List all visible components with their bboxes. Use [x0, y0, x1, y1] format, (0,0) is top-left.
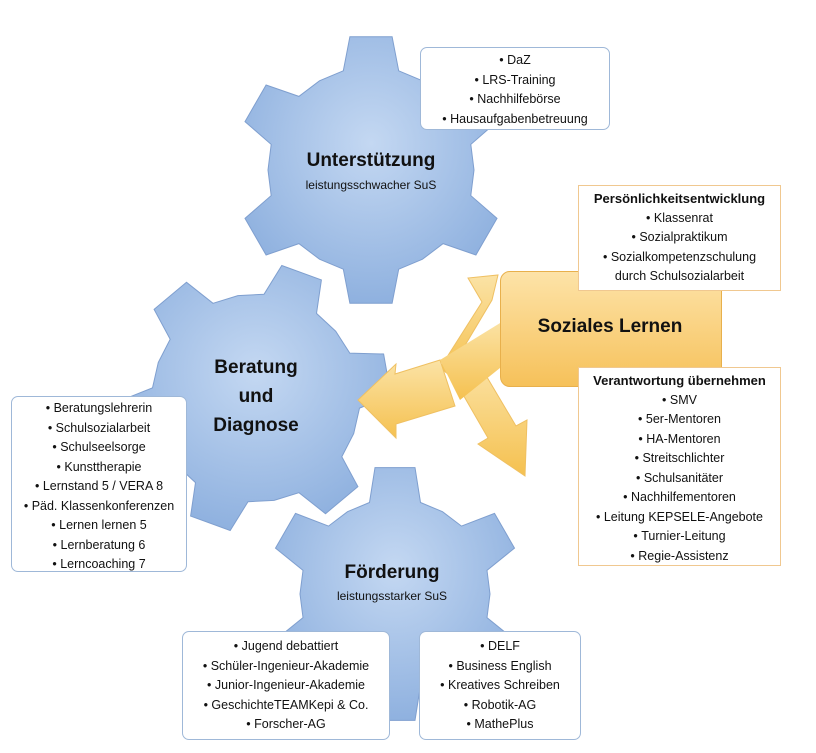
gear-beratung	[120, 264, 392, 532]
list-item: Leitung KEPSELE-Angebote	[579, 508, 780, 528]
list-item: Business English	[420, 657, 580, 677]
list-item: Junior-Ingenieur-Akademie	[183, 676, 389, 696]
list-item: DELF	[420, 637, 580, 657]
list-item: DaZ	[421, 51, 609, 71]
list-item: Beratungslehrerin	[12, 399, 186, 419]
soziales-lernen-label: Soziales Lernen	[537, 316, 683, 337]
list-item: Robotik-AG	[420, 696, 580, 716]
gear-title-unterstuetzung: Unterstützung	[306, 150, 436, 171]
gear-title-foerderung: Förderung	[344, 562, 440, 583]
list-item: GeschichteTEAMKepi & Co.	[183, 696, 389, 716]
box-heading: Verantwortung übernehmen	[593, 373, 766, 388]
list-item: HA-Mentoren	[579, 430, 780, 450]
list-item: Schulsozialarbeit	[12, 419, 186, 439]
arrow-stem	[440, 320, 515, 400]
gear-subtitle-foerderung: leistungsstarker SuS	[336, 589, 448, 603]
list-item: Schulseelsorge	[12, 438, 186, 458]
list-item: Forscher-AG	[183, 715, 389, 735]
box-beratung: Beratungslehrerin Schulsozialarbeit Schu…	[11, 396, 187, 572]
box-foerderung-rechts: DELF Business English Kreatives Schreibe…	[419, 631, 581, 740]
gear-title-line: und	[238, 386, 274, 407]
list-item: Sozialpraktikum	[579, 228, 780, 248]
list-item: LRS-Training	[421, 71, 609, 91]
list-item: Klassenrat	[579, 209, 780, 229]
list-item: Hausaufgabenbetreuung	[421, 110, 609, 130]
list-item: MathePlus	[420, 715, 580, 735]
list-item: Sozialkompetenzschulung	[579, 248, 780, 268]
list-item: Nachhilfementoren	[579, 488, 780, 508]
list-item: Päd. Klassenkonferenzen	[12, 497, 186, 517]
box-unterstuetzung: DaZ LRS-Training Nachhilfebörse Hausaufg…	[420, 47, 610, 130]
arrow-to-beratung	[357, 359, 456, 440]
list-item: Lerncoaching 7	[12, 555, 186, 575]
gear-title-line: Beratung	[214, 357, 298, 378]
list-item: Kunsttherapie	[12, 458, 186, 478]
box-verantwortung: Verantwortung übernehmen SMV 5er-Mentore…	[578, 367, 781, 566]
list-item: Schulsanitäter	[579, 469, 780, 489]
gear-title-beratung: Beratung und Diagnose	[176, 353, 336, 440]
list-item-continuation: durch Schulsozialarbeit	[614, 269, 745, 283]
list-item: Lernstand 5 / VERA 8	[12, 477, 186, 497]
box-persoenlichkeitsentwicklung: Persönlichkeitsentwicklung Klassenrat So…	[578, 185, 781, 291]
list-item: Turnier-Leitung	[579, 527, 780, 547]
list-item: Jugend debattiert	[183, 637, 389, 657]
gear-title-line: Diagnose	[213, 415, 299, 436]
list-item: Regie-Assistenz	[579, 547, 780, 567]
list-item: 5er-Mentoren	[579, 410, 780, 430]
list-item: Kreatives Schreiben	[420, 676, 580, 696]
list-item: Streitschlichter	[579, 449, 780, 469]
arrow-cluster	[357, 274, 528, 477]
list-item: Nachhilfebörse	[421, 90, 609, 110]
box-heading: Persönlichkeitsentwicklung	[593, 191, 766, 206]
list-item: SMV	[579, 391, 780, 411]
box-foerderung-links: Jugend debattiert Schüler-Ingenieur-Akad…	[182, 631, 390, 740]
list-item: Schüler-Ingenieur-Akademie	[183, 657, 389, 677]
gear-subtitle-unterstuetzung: leistungsschwacher SuS	[305, 178, 437, 192]
list-item: Lernen lernen 5	[12, 516, 186, 536]
list-item: Lernberatung 6	[12, 536, 186, 556]
